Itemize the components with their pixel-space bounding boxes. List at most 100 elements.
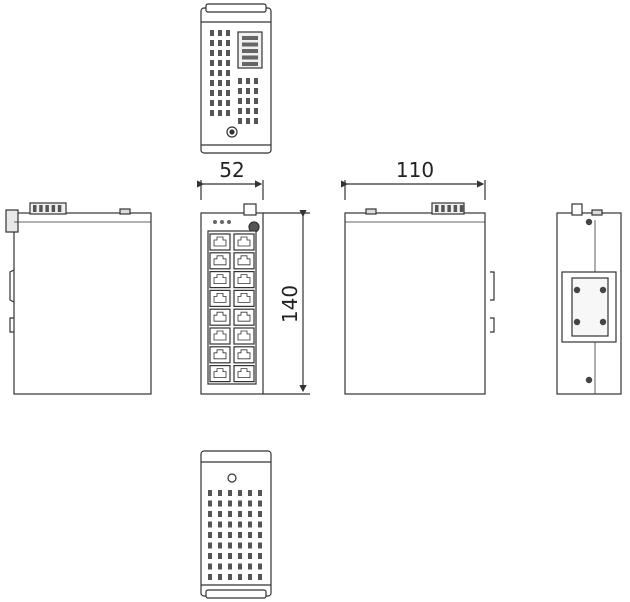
vent-slot xyxy=(208,500,212,507)
port-socket xyxy=(237,255,251,266)
vent-slot xyxy=(226,70,230,76)
vent-slot xyxy=(238,500,242,507)
vent-slot xyxy=(238,521,242,528)
vent-slot xyxy=(238,98,242,104)
vent-slot xyxy=(228,490,232,496)
vent-slot xyxy=(228,500,232,507)
vent-slot xyxy=(228,521,232,528)
port-socket xyxy=(213,330,227,341)
vent-slot xyxy=(248,574,252,580)
vent-slot xyxy=(210,50,214,56)
width-label: 52 xyxy=(219,158,244,182)
rj45-port xyxy=(233,252,255,270)
terminal-pin xyxy=(33,205,37,212)
screw xyxy=(573,286,581,294)
terminal-pin xyxy=(242,42,258,47)
terminal-pin xyxy=(435,205,439,212)
port-socket xyxy=(237,236,251,247)
ground-screw xyxy=(226,126,238,138)
vent-slot xyxy=(218,511,222,517)
vent-slot xyxy=(226,30,230,36)
port-socket xyxy=(213,349,227,360)
terminal-pin xyxy=(447,205,451,212)
vent-slot xyxy=(258,574,262,580)
vent-slot xyxy=(210,70,214,76)
vent-slot xyxy=(248,490,252,496)
vent-slot xyxy=(218,542,222,549)
vent-slot xyxy=(238,88,242,94)
vent-slot xyxy=(228,553,232,559)
rj45-port-grid xyxy=(209,233,255,383)
vent-slot xyxy=(238,78,242,84)
rear-view xyxy=(490,203,622,395)
port-socket xyxy=(213,293,227,303)
vent-slot xyxy=(218,563,222,570)
vent-slot xyxy=(238,118,242,124)
depth-dimension: 110 xyxy=(341,158,486,200)
vent-slot xyxy=(218,80,222,86)
vent-slot xyxy=(210,100,214,106)
screw xyxy=(585,376,593,384)
vent-slot xyxy=(228,532,232,538)
vent-slot xyxy=(218,70,222,76)
side-terminal-pins xyxy=(33,205,62,212)
vent-slot xyxy=(218,574,222,580)
vent-slot xyxy=(210,30,214,36)
rj45-port xyxy=(209,346,231,364)
vent-slot xyxy=(208,511,212,517)
led-dot xyxy=(213,220,217,224)
vent-slot xyxy=(238,542,242,549)
terminal-pin xyxy=(441,205,445,212)
vent-slot xyxy=(218,30,222,36)
rj45-port xyxy=(209,252,231,270)
rj45-port xyxy=(209,308,231,326)
bottom-view xyxy=(200,450,272,599)
vent-slot xyxy=(238,574,242,580)
vent-slot xyxy=(226,40,230,46)
terminal-pin xyxy=(51,205,56,212)
vent-slot xyxy=(226,80,230,86)
vent-slot xyxy=(210,110,214,116)
rj45-port xyxy=(233,346,255,364)
vent-slot xyxy=(226,110,230,116)
port-socket xyxy=(237,293,251,303)
screw xyxy=(585,218,593,226)
vent-slot xyxy=(254,118,258,124)
rj45-port xyxy=(209,327,231,345)
vent-slot xyxy=(226,60,230,66)
vent-slot xyxy=(226,100,230,106)
vent-slot xyxy=(258,490,262,496)
vent-slot xyxy=(238,490,242,496)
vent-slot xyxy=(210,90,214,96)
vent-slot xyxy=(218,100,222,106)
top-vent-grid xyxy=(210,30,258,124)
vent-slot xyxy=(210,60,214,66)
vent-slot xyxy=(208,542,212,549)
vent-slot xyxy=(218,60,222,66)
vent-slot xyxy=(238,511,242,517)
rj45-port xyxy=(209,271,231,289)
terminal-pin xyxy=(242,36,258,40)
vent-slot xyxy=(228,574,232,580)
top-view xyxy=(200,3,272,154)
vent-slot xyxy=(228,511,232,517)
vent-slot xyxy=(226,90,230,96)
vent-slot xyxy=(208,574,212,580)
vent-slot xyxy=(248,542,252,549)
vent-slot xyxy=(248,563,252,570)
right-side-view xyxy=(344,202,486,395)
vent-slot xyxy=(258,511,262,517)
led-dot xyxy=(227,220,231,224)
rj45-port xyxy=(233,271,255,289)
vent-slot xyxy=(218,490,222,496)
width-dimension: 52 xyxy=(197,158,264,200)
screw xyxy=(573,318,581,326)
vent-slot xyxy=(248,500,252,507)
vent-slot xyxy=(228,563,232,570)
rj45-port xyxy=(233,327,255,345)
screw xyxy=(599,286,607,294)
port-socket xyxy=(237,368,251,378)
vent-slot xyxy=(246,88,250,94)
terminal-pin xyxy=(453,205,458,212)
